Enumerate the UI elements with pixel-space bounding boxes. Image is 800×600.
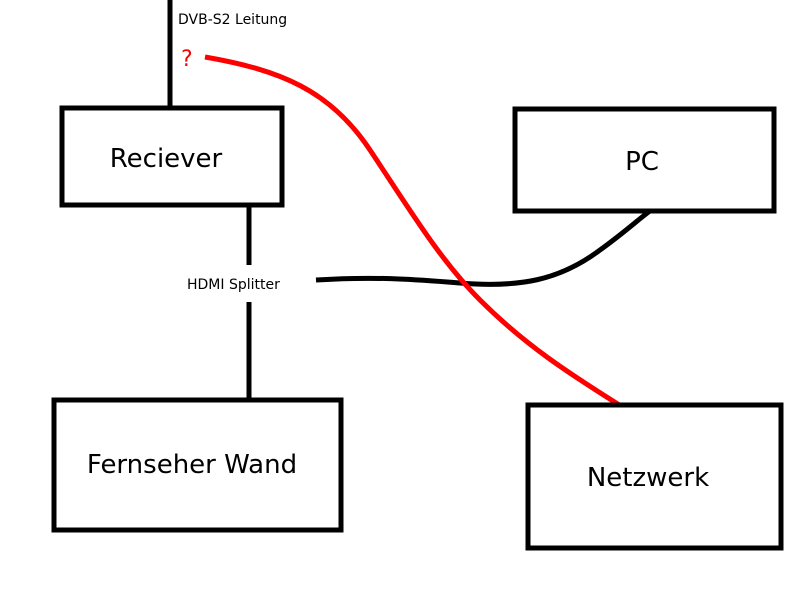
- receiver-node: Reciever: [59, 105, 285, 208]
- splitter-pc-cable: [315, 208, 652, 287]
- unknown-network-connection: [204, 54, 626, 411]
- pc-label: PC: [625, 147, 659, 177]
- network-label: Netzwerk: [587, 463, 709, 493]
- pc-node: PC: [512, 106, 777, 214]
- network-node: Netzwerk: [525, 402, 784, 551]
- hdmi-splitter-label: HDMI Splitter: [187, 277, 280, 293]
- receiver-label: Reciever: [110, 144, 223, 174]
- dvb-cable-label: DVB-S2 Leitung: [178, 12, 287, 28]
- tv-label: Fernseher Wand: [87, 450, 297, 480]
- tv-node: Fernseher Wand: [51, 397, 344, 533]
- question-mark: ?: [181, 47, 193, 72]
